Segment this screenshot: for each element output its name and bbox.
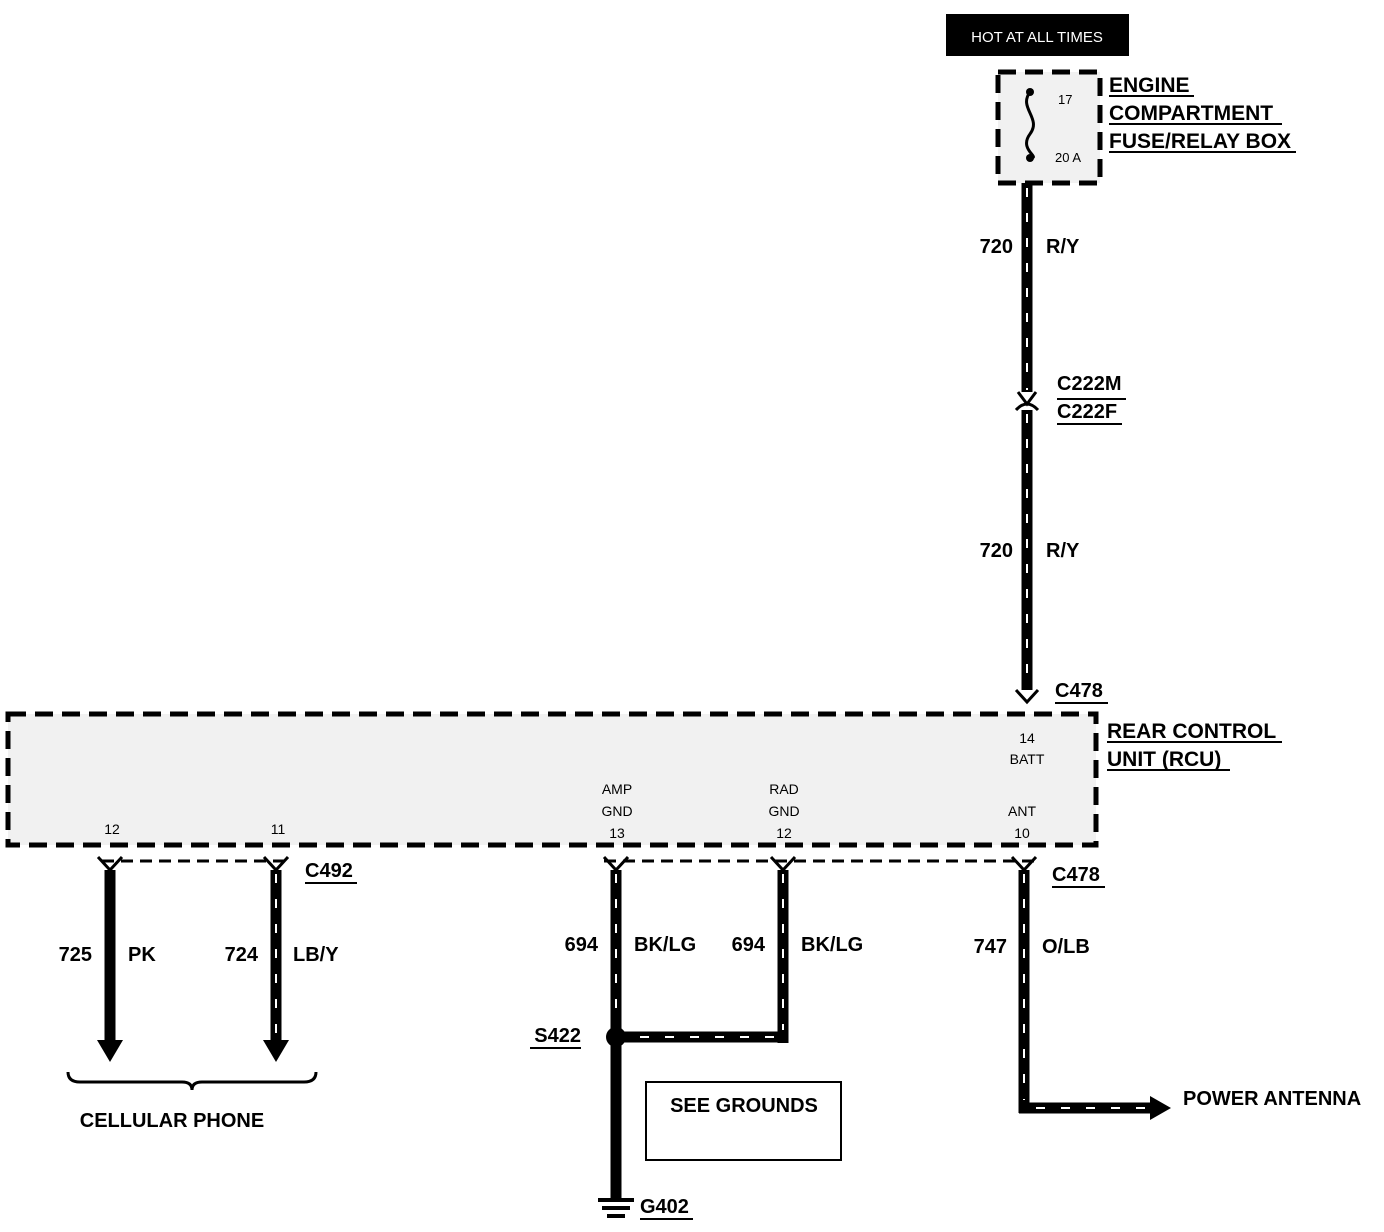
ground-g402: G402 xyxy=(598,1196,693,1220)
wire-circuit-label: 694 xyxy=(732,934,766,956)
connector-c222: C222M C222F xyxy=(1014,373,1126,425)
pin-ant-number: 10 xyxy=(1014,825,1030,841)
wire-circuit-label: 725 xyxy=(59,944,92,966)
pin-rad-gnd-line-2: GND xyxy=(768,803,799,819)
connector-c492-label: C492 xyxy=(305,860,353,882)
wire-circuit-label: 720 xyxy=(980,540,1013,562)
wire-circuit-label: 720 xyxy=(980,236,1013,258)
see-grounds-box: SEE GROUNDS xyxy=(645,1081,842,1161)
pin-phone-12-number: 12 xyxy=(104,821,120,837)
pin-batt-number: 14 xyxy=(1019,730,1035,746)
fuse-relay-box: 17 20 A ENGINE COMPARTMENT FUSE/RELAY BO… xyxy=(995,69,1296,186)
pin-rad-gnd-line-1: RAD xyxy=(769,781,799,797)
wire-747: 747 O/LB POWER ANTENNA xyxy=(974,870,1361,1120)
wire-color-label: BK/LG xyxy=(801,934,863,956)
connector-c478-bottom-label: C478 xyxy=(1052,864,1100,886)
pin-amp-gnd-number: 13 xyxy=(609,825,625,841)
fuse-number: 17 xyxy=(1058,92,1072,107)
connector-c478-top: C478 xyxy=(1014,680,1108,705)
fusebox-line-2: COMPARTMENT xyxy=(1109,102,1273,125)
pin-phone-11-number: 11 xyxy=(271,821,286,837)
pin-amp-gnd-line-1: AMP xyxy=(602,781,632,797)
pin-amp-gnd-line-2: GND xyxy=(601,803,632,819)
pin-rad-gnd-number: 12 xyxy=(776,825,792,841)
fusebox-line-1: ENGINE xyxy=(1109,74,1190,97)
connector-c222m-label: C222M xyxy=(1057,373,1121,395)
wire-724: 724 LB/Y xyxy=(225,870,339,1062)
wire-color-label: O/LB xyxy=(1042,936,1090,958)
ground-g402-label: G402 xyxy=(640,1196,689,1218)
pin-ant-name: ANT xyxy=(1008,803,1036,819)
wire-color-label: R/Y xyxy=(1046,540,1080,562)
pin-batt-name: BATT xyxy=(1010,751,1045,767)
wire-circuit-label: 747 xyxy=(974,936,1007,958)
wire-720-lower: 720 R/Y xyxy=(980,410,1080,690)
hot-label: HOT AT ALL TIMES xyxy=(971,29,1103,46)
wire-color-label: R/Y xyxy=(1046,236,1080,258)
wire-color-label: LB/Y xyxy=(293,944,339,966)
splice-s422: S422 xyxy=(530,1025,626,1049)
connector-c478-top-label: C478 xyxy=(1055,680,1103,702)
wire-circuit-label: 694 xyxy=(565,934,599,956)
connector-c492: C492 xyxy=(96,855,357,884)
hot-at-all-times-banner: HOT AT ALL TIMES xyxy=(946,14,1129,56)
connector-c478-bottom: C478 xyxy=(602,855,1105,888)
wire-694-rad-gnd: 694 BK/LG xyxy=(616,870,863,1043)
see-grounds-label: SEE GROUNDS xyxy=(670,1095,818,1117)
wire-725: 725 PK xyxy=(59,870,156,1062)
rcu-name-line-2: UNIT (RCU) xyxy=(1107,748,1221,771)
connector-c222f-label: C222F xyxy=(1057,401,1117,423)
wire-720-upper: 720 R/Y xyxy=(980,183,1080,392)
wire-color-label: PK xyxy=(128,944,156,966)
power-antenna-label: POWER ANTENNA xyxy=(1183,1088,1361,1110)
fusebox-line-3: FUSE/RELAY BOX xyxy=(1109,130,1291,153)
rcu-name-line-1: REAR CONTROL xyxy=(1107,720,1276,743)
splice-s422-label: S422 xyxy=(534,1025,581,1047)
fuse-rating: 20 A xyxy=(1055,150,1081,165)
wire-circuit-label: 724 xyxy=(225,944,259,966)
cellular-phone-destination: CELLULAR PHONE xyxy=(66,1071,318,1132)
cellular-phone-label: CELLULAR PHONE xyxy=(80,1110,264,1132)
rear-control-unit: REAR CONTROL UNIT (RCU) 14 BATT AMP GND … xyxy=(5,711,1282,848)
wire-color-label: BK/LG xyxy=(634,934,696,956)
